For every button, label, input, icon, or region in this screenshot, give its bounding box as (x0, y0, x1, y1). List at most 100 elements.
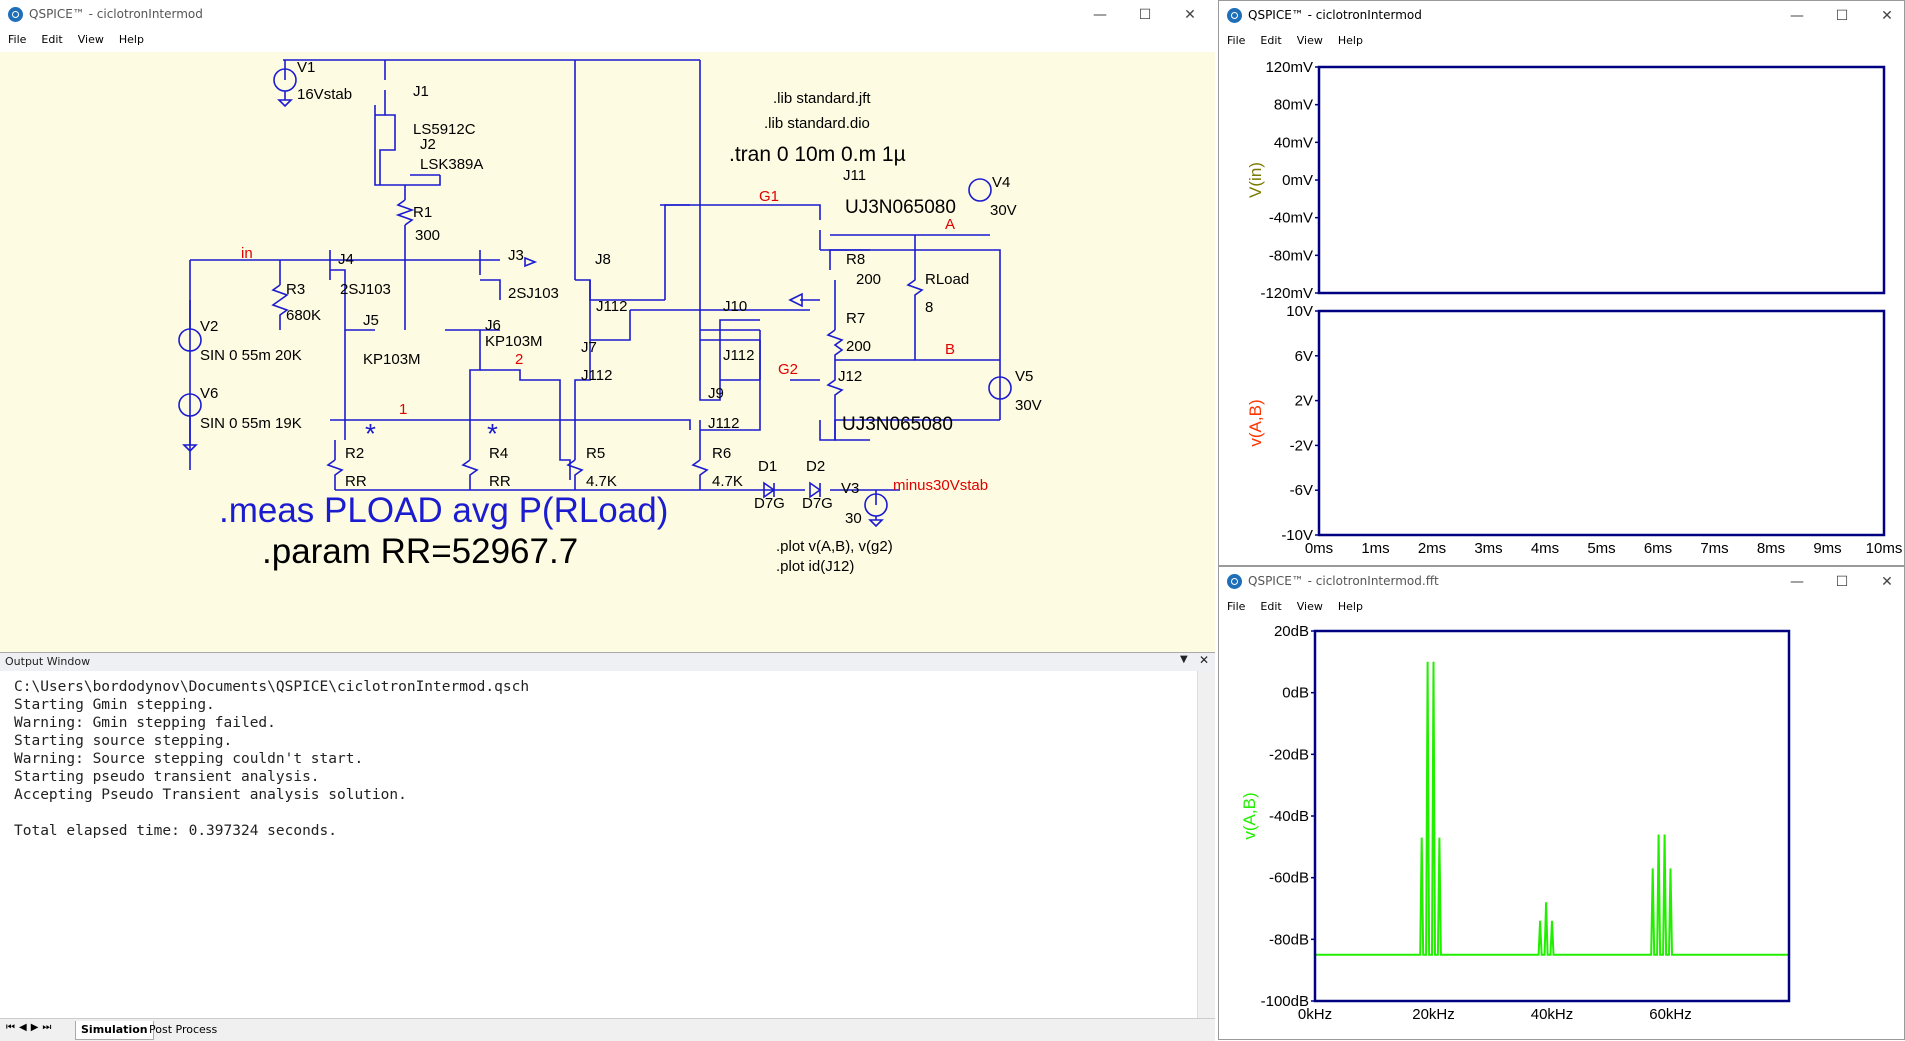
menu-file[interactable]: File (1227, 600, 1246, 613)
minimize-icon[interactable]: — (1093, 7, 1107, 23)
close-icon[interactable]: ✕ (1881, 8, 1893, 24)
schematic-title: QSPICE™ - ciclotronIntermod (29, 7, 203, 21)
lbl-J6: J6 (485, 317, 501, 334)
lbl-V5: V5 (1015, 368, 1033, 385)
y-axis-label: v(A,B) (1246, 399, 1265, 446)
x-tick-label: 0ms (1305, 540, 1333, 557)
maximize-icon[interactable]: ☐ (1835, 574, 1849, 590)
lbl-D1-model: D7G (754, 495, 785, 512)
log-line: C:\Users\bordodynov\Documents\QSPICE\cic… (14, 679, 530, 695)
menu-file[interactable]: File (1227, 34, 1246, 47)
y-tick-label: -40dB (1269, 808, 1309, 825)
schematic-drawing: V1 16Vstab J1 LS5912C J2 LSK389A R1 300 … (178, 59, 1042, 575)
tab-nav-icon[interactable]: ⏮◀▶⏭ (6, 1022, 56, 1033)
menu-help[interactable]: Help (1337, 600, 1363, 613)
minimize-icon[interactable]: — (1790, 8, 1804, 24)
lbl-R5-val: 4.7K (586, 473, 617, 490)
output-scrollbar[interactable] (1197, 671, 1215, 1019)
lbl-V3-val: 30 (845, 510, 862, 527)
lbl-J4: J4 (338, 251, 354, 268)
waveform-window: QSPICE™ - ciclotronIntermod — ☐ ✕ File Ed… (1218, 0, 1905, 566)
x-tick-label: 9ms (1813, 540, 1841, 557)
minimize-icon[interactable]: — (1790, 574, 1804, 590)
x-tick-label: 8ms (1757, 540, 1785, 557)
menu-view[interactable]: View (1296, 34, 1323, 47)
tab-simulation[interactable]: Simulation (75, 1021, 154, 1040)
close-icon[interactable]: ✕ (1199, 653, 1210, 667)
y-axis-label: v(A,B) (1240, 792, 1259, 839)
y-tick-label: -60dB (1269, 870, 1309, 887)
y-tick-label: -2V (1290, 437, 1313, 454)
lbl-node-B: B (945, 341, 955, 358)
lbl-J11: J11 (843, 167, 866, 184)
waveform-plots: 120mV80mV40mV0mV-40mV-80mV-120mVV(in)10V… (1246, 59, 1902, 557)
lbl-V5-val: 30V (1015, 397, 1042, 414)
lbl-D2: D2 (806, 458, 825, 475)
y-tick-label: 6V (1295, 348, 1313, 365)
lbl-J3: J3 (508, 247, 524, 264)
menu-view[interactable]: View (77, 33, 104, 46)
close-icon[interactable]: ✕ (1881, 574, 1893, 590)
menu-help[interactable]: Help (118, 33, 144, 46)
schematic-menubar: File Edit View Help (0, 30, 1215, 52)
waveform-menubar: File Edit View Help (1219, 31, 1904, 53)
x-tick-label: 7ms (1700, 540, 1728, 557)
lbl-J2: J2 (420, 136, 436, 153)
y-tick-label: 0dB (1282, 685, 1309, 702)
x-tick-label: 60kHz (1649, 1006, 1692, 1023)
menu-file[interactable]: File (8, 33, 27, 46)
y-tick-label: 120mV (1265, 59, 1313, 76)
lbl-V2-val: SIN 0 55m 20K (200, 347, 302, 364)
lbl-R1: R1 (413, 204, 432, 221)
log-line: Starting Gmin stepping. (14, 697, 215, 713)
menu-help[interactable]: Help (1337, 34, 1363, 47)
schematic-canvas[interactable]: V1 16Vstab J1 LS5912C J2 LSK389A R1 300 … (0, 52, 1215, 652)
y-tick-label: -80mV (1269, 247, 1313, 264)
lbl-param: .param RR=52967.7 (262, 532, 578, 571)
close-icon[interactable]: ✕ (1184, 7, 1196, 23)
y-tick-label: -40mV (1269, 210, 1313, 227)
y-tick-label: 2V (1295, 393, 1313, 410)
lbl-R2-val: RR (345, 473, 367, 490)
lbl-node-G2: G2 (778, 361, 798, 378)
log-line: Warning: Source stepping couldn't start. (14, 751, 364, 767)
plot-frame (1317, 65, 1886, 295)
x-tick-label: 20kHz (1412, 1006, 1455, 1023)
lbl-J4-model: 2SJ103 (340, 281, 391, 298)
lbl-R2: R2 (345, 445, 364, 462)
x-tick-label: 5ms (1587, 540, 1615, 557)
lbl-J1-model: LS5912C (413, 121, 476, 138)
lbl-tran: .tran 0 10m 0.m 1µ (729, 143, 906, 166)
lbl-J7: J7 (581, 339, 597, 356)
dropdown-icon[interactable]: ▼ (1180, 654, 1188, 665)
menu-view[interactable]: View (1296, 600, 1323, 613)
tab-post-process[interactable]: Post Process (149, 1023, 218, 1036)
lbl-star-1: * (365, 418, 376, 449)
output-window-title: Output Window (5, 655, 91, 668)
maximize-icon[interactable]: ☐ (1835, 8, 1849, 24)
lbl-V4-val: 30V (990, 202, 1017, 219)
menu-edit[interactable]: Edit (1260, 600, 1282, 613)
x-tick-label: 6ms (1644, 540, 1672, 557)
menu-edit[interactable]: Edit (1260, 34, 1282, 47)
y-tick-label: 0mV (1282, 172, 1313, 189)
y-tick-label: 10V (1286, 303, 1313, 320)
log-line: Starting source stepping. (14, 733, 233, 749)
lbl-RLoad: RLoad (925, 271, 969, 288)
lbl-R3-val: 680K (286, 307, 321, 324)
lbl-meas: .meas PLOAD avg P(RLoad) (219, 491, 668, 530)
fft-menubar: File Edit View Help (1219, 597, 1904, 619)
waveform-titlebar: QSPICE™ - ciclotronIntermod — ☐ ✕ (1219, 1, 1904, 31)
log-line: Warning: Gmin stepping failed. (14, 715, 276, 731)
output-tabs: ⏮◀▶⏭ Simulation Post Process (0, 1018, 1215, 1041)
maximize-icon[interactable]: ☐ (1138, 7, 1152, 23)
lbl-node-1: 1 (399, 401, 407, 418)
lbl-R1-val: 300 (415, 227, 440, 244)
menu-edit[interactable]: Edit (41, 33, 63, 46)
log-line: Accepting Pseudo Transient analysis solu… (14, 787, 407, 803)
lbl-J11-model: UJ3N065080 (845, 197, 956, 218)
lbl-node-in: in (241, 245, 253, 262)
lbl-J12: J12 (838, 368, 862, 385)
